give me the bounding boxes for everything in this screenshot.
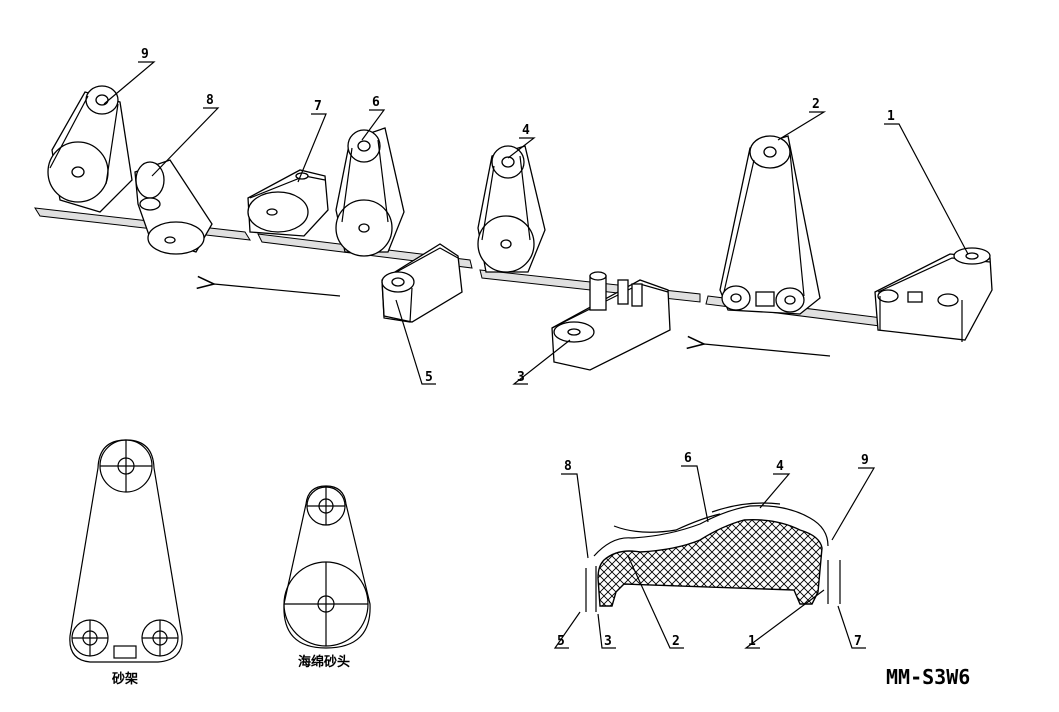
conveyor-label: 1 xyxy=(887,109,895,124)
unit-8-angled-roller xyxy=(134,159,213,255)
conveyor-label: 6 xyxy=(372,95,380,110)
profile-label: 1 xyxy=(748,634,756,649)
conveyor-label: 4 xyxy=(522,123,530,138)
profile-label: 9 xyxy=(861,453,869,468)
profile-label: 4 xyxy=(776,459,784,474)
profile-label: 5 xyxy=(557,634,565,649)
unit-7-housing xyxy=(247,169,329,237)
conveyor-label: 7 xyxy=(314,99,322,114)
model-code: MM-S3W6 xyxy=(886,665,970,689)
unit-2-sanding-frame xyxy=(719,135,821,315)
profile-label: 7 xyxy=(854,634,862,649)
workpiece-section xyxy=(597,519,823,607)
profile-label: 3 xyxy=(604,634,612,649)
conveyor-leaders xyxy=(103,61,969,385)
conveyor-label-group: 9 8 7 6 4 2 1 5 3 xyxy=(141,47,895,385)
unit-5-pad xyxy=(381,243,463,323)
conveyor-label: 3 xyxy=(517,370,525,385)
unit-6-belt-head xyxy=(335,127,405,257)
profile-cross-section xyxy=(585,502,841,612)
feed-arrow-right xyxy=(686,335,831,357)
sponge-head-caption: 海绵砂头 xyxy=(298,654,350,670)
conveyor-label: 9 xyxy=(141,47,149,62)
profile-label: 6 xyxy=(684,451,692,466)
unit-9-sponge-head xyxy=(47,85,133,213)
profile-label: 8 xyxy=(564,459,572,474)
sanding-frame-caption: 砂架 xyxy=(111,671,138,687)
feed-direction-arrows xyxy=(196,275,831,357)
conveyor-label: 5 xyxy=(425,370,433,385)
conveyor-label: 2 xyxy=(812,97,820,112)
unit-4-belt-head xyxy=(477,145,546,273)
unit-3-pad xyxy=(551,271,671,371)
profile-leaders xyxy=(553,465,876,649)
sponge-head-view xyxy=(283,485,371,649)
profile-label-group: 8 6 4 9 5 3 2 1 7 xyxy=(557,451,869,649)
unit-1-base-housing xyxy=(874,247,993,342)
conveyor-label: 8 xyxy=(206,93,214,108)
sanding-frame-view xyxy=(69,439,183,663)
profile-label: 2 xyxy=(672,634,680,649)
feed-arrow-left xyxy=(196,275,341,297)
